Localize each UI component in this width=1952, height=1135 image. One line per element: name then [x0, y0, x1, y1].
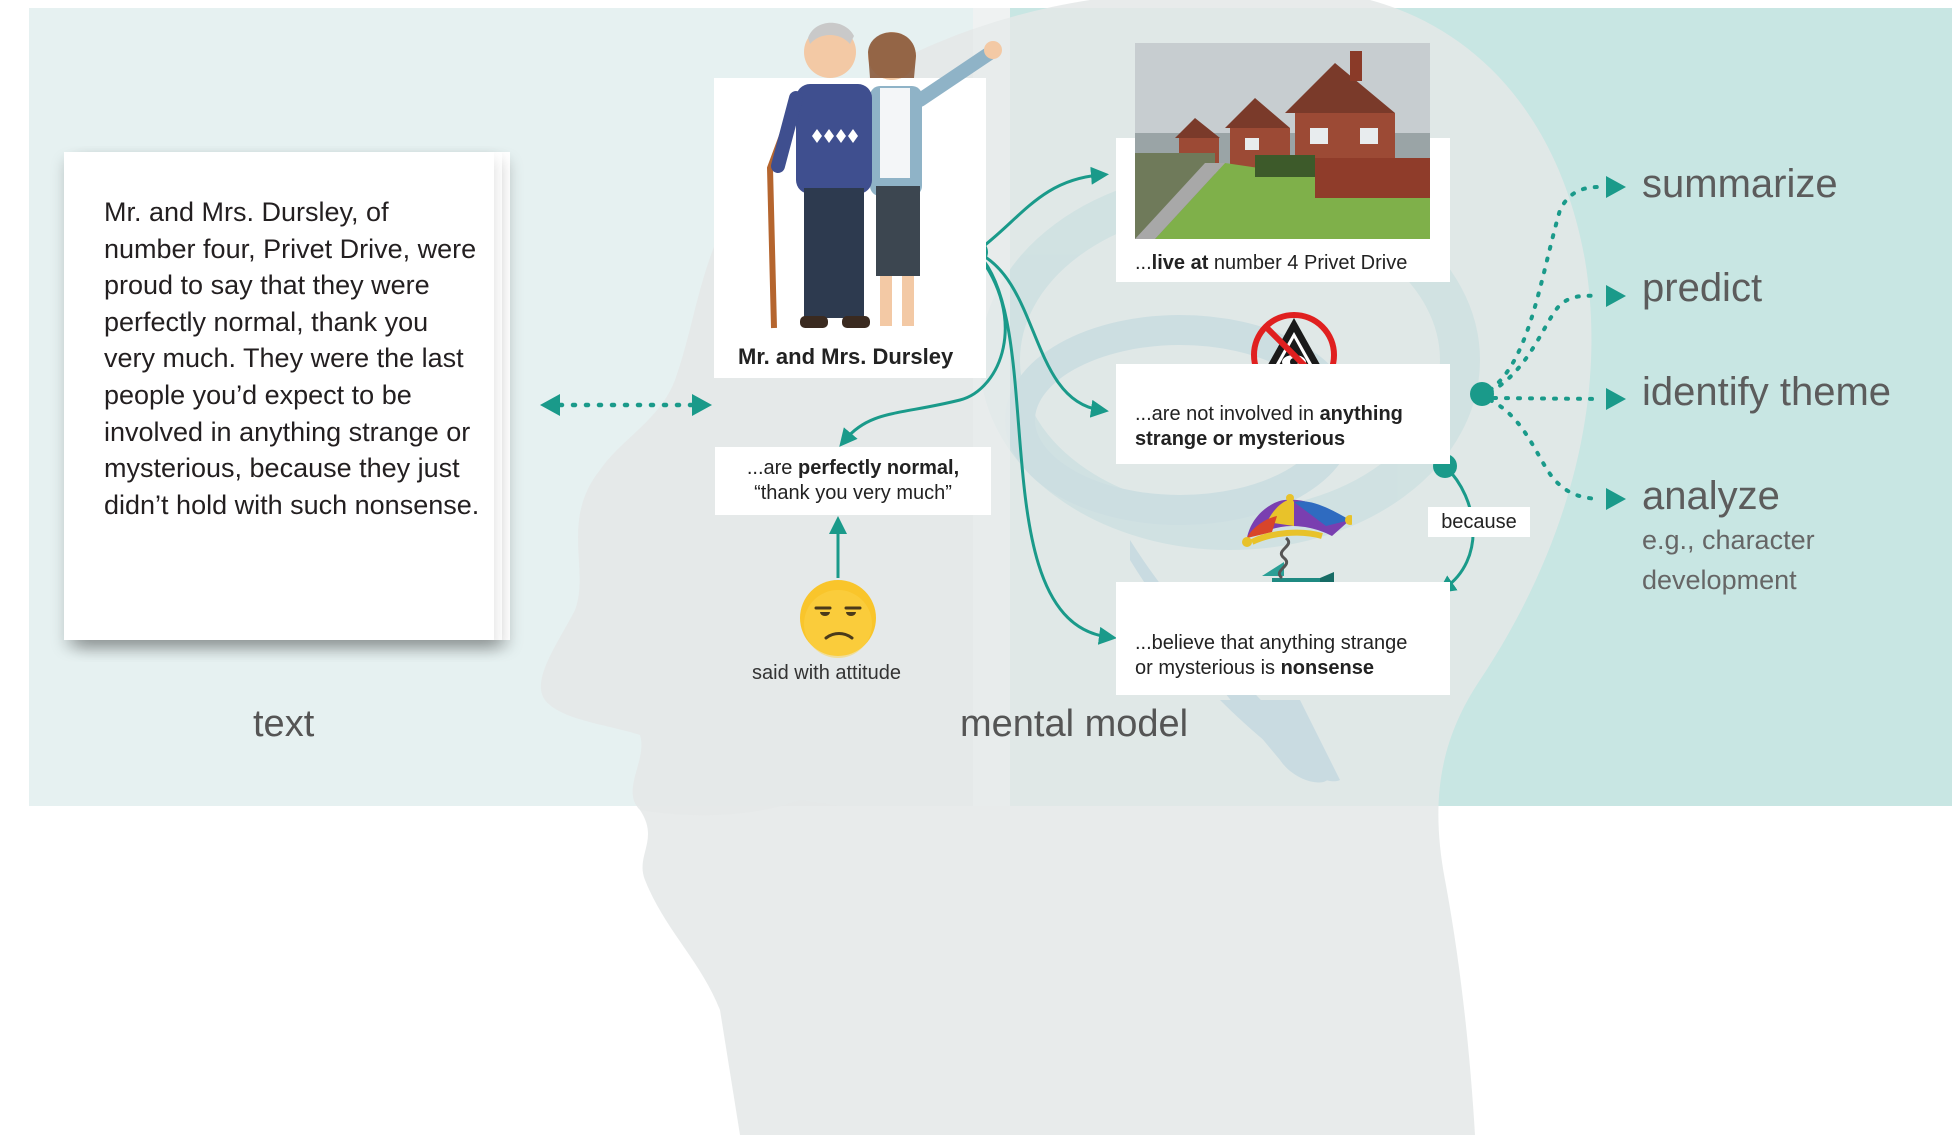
- mental-model-caption: mental model: [960, 703, 1189, 745]
- believe-prefix2: or mysterious is: [1135, 657, 1281, 679]
- output-identify-theme: identify theme: [1642, 370, 1892, 414]
- attitude-label: said with attitude: [752, 662, 901, 684]
- because-label: because: [1428, 507, 1530, 537]
- believe-line1: ...believe that anything strange: [1135, 632, 1408, 654]
- live-label: ...live at number 4 Privet Drive: [1135, 252, 1407, 275]
- dursley-couple-illustration: [766, 22, 1002, 329]
- man-head: [804, 26, 856, 78]
- involved-bold1: anything: [1319, 403, 1403, 425]
- normal-quote: “thank you very much”: [754, 482, 952, 504]
- involved-card: ...are not involved in anything strange …: [1116, 364, 1450, 464]
- output-branches: [1488, 185, 1602, 501]
- output-analyze-sub2: development: [1642, 565, 1797, 595]
- unamused-face-icon: [800, 580, 876, 658]
- normal-bold: perfectly normal,: [797, 457, 960, 479]
- output-arrowheads: [1606, 176, 1626, 510]
- live-rest: number 4 Privet Drive: [1208, 252, 1408, 274]
- output-analyze: analyze: [1642, 474, 1780, 518]
- normal-card: ...are perfectly normal, “thank you very…: [715, 447, 991, 515]
- output-analyze-sub1: e.g., character: [1642, 525, 1815, 555]
- doc-page-front: [64, 152, 494, 640]
- dursley-branches: [829, 166, 1475, 645]
- output-predict: predict: [1642, 266, 1763, 310]
- involved-bold2: strange or mysterious: [1135, 428, 1346, 450]
- believe-card: ...believe that anything strange or myst…: [1116, 582, 1450, 695]
- text-model-link: [540, 394, 712, 416]
- believe-bold: nonsense: [1280, 657, 1374, 679]
- live-prefix: ...: [1135, 252, 1152, 274]
- passage-text: Mr. and Mrs. Dursley, of number four, Pr…: [104, 197, 480, 520]
- normal-prefix: ...are: [746, 457, 798, 479]
- involved-prefix: ...are not involved in: [1135, 403, 1320, 425]
- privet-drive-house-photo: [1135, 43, 1430, 239]
- output-summarize: summarize: [1642, 162, 1838, 206]
- dursley-label: Mr. and Mrs. Dursley: [738, 344, 954, 369]
- head-neck-shadow: [640, 800, 840, 816]
- text-caption: text: [253, 703, 315, 745]
- live-bold: live at: [1151, 252, 1209, 274]
